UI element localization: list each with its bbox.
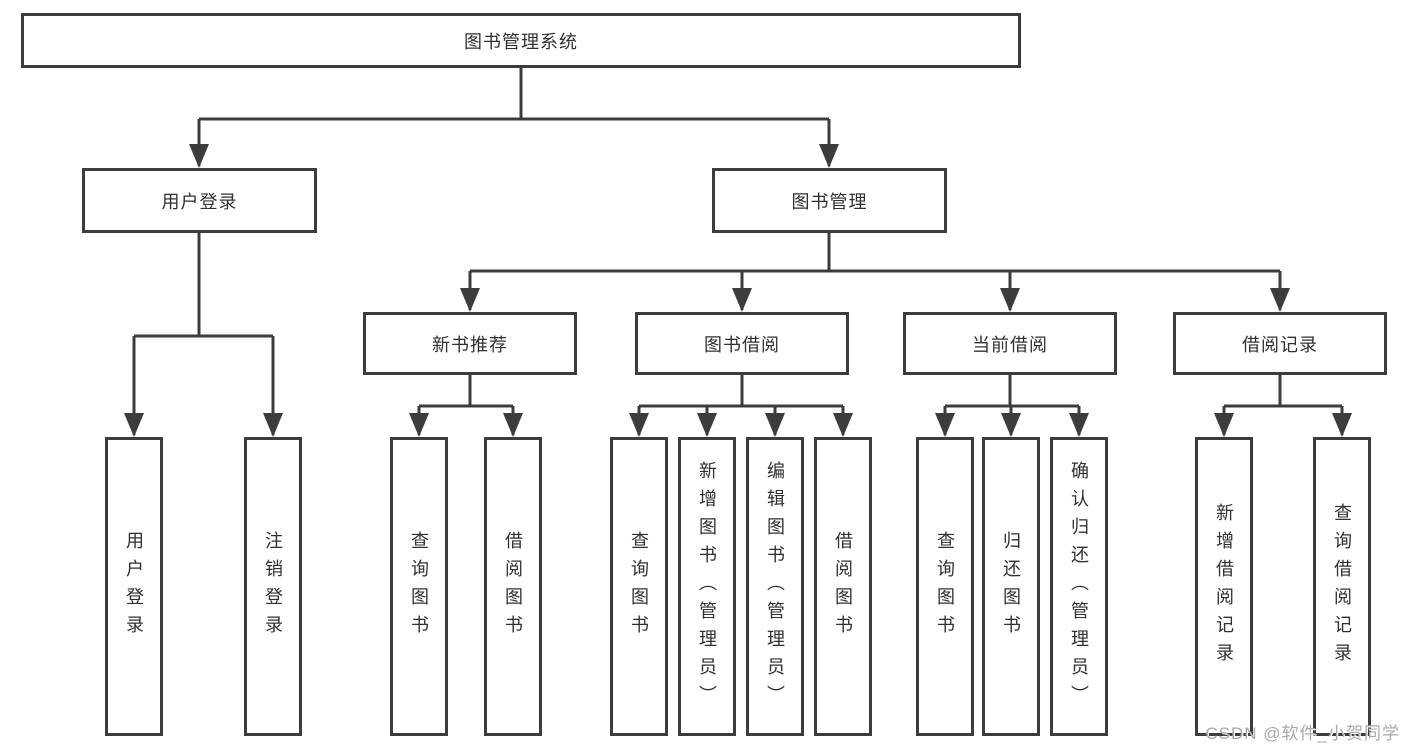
leaf-query-book-recommend-label: 查询图书 — [409, 530, 429, 643]
leaf-confirm-return-admin: 确认归还（管理员） — [1050, 437, 1108, 736]
leaf-return-book-label: 归还图书 — [1001, 530, 1021, 643]
leaf-logout-login-label: 注销登录 — [263, 530, 283, 643]
edge-new-book-recommend-to-leaves — [417, 375, 515, 435]
leaf-edit-book-admin: 编辑图书（管理员） — [746, 437, 804, 736]
node-borrow-records: 借阅记录 — [1173, 312, 1387, 375]
node-user-login: 用户登录 — [82, 168, 317, 233]
leaf-edit-book-admin-label: 编辑图书（管理员） — [765, 460, 785, 713]
edge-user-login-to-leaves — [132, 233, 275, 435]
leaf-query-borrow-record: 查询借阅记录 — [1313, 437, 1371, 736]
csdn-watermark: CSDN @软件_小贺同学 — [1205, 724, 1400, 743]
edge-borrow-records-to-leaves — [1222, 375, 1344, 435]
edge-book-borrow-to-leaves — [637, 375, 845, 435]
leaf-confirm-return-admin-label: 确认归还（管理员） — [1069, 460, 1089, 713]
leaf-logout-login: 注销登录 — [244, 437, 302, 736]
node-current-borrow: 当前借阅 — [903, 312, 1117, 375]
leaf-return-book: 归还图书 — [982, 437, 1040, 736]
leaf-add-borrow-record-label: 新增借阅记录 — [1214, 502, 1234, 671]
leaf-user-login-label: 用户登录 — [124, 530, 144, 643]
leaf-add-book-admin: 新增图书（管理员） — [678, 437, 736, 736]
leaf-query-book-recommend: 查询图书 — [390, 437, 448, 736]
edge-book-management-to-level3 — [468, 233, 1282, 310]
arrowheads — [124, 144, 1352, 437]
edge-root-to-level2 — [197, 68, 831, 166]
leaf-borrow-book-recommend: 借阅图书 — [484, 437, 542, 736]
leaf-borrow-book-label: 借阅图书 — [833, 530, 853, 643]
leaf-user-login: 用户登录 — [105, 437, 163, 736]
node-library-management-system: 图书管理系统 — [21, 13, 1021, 68]
leaf-add-book-admin-label: 新增图书（管理员） — [697, 460, 717, 713]
node-new-book-recommend: 新书推荐 — [363, 312, 577, 375]
leaf-query-book-current-label: 查询图书 — [935, 530, 955, 643]
leaf-borrow-book-recommend-label: 借阅图书 — [503, 530, 523, 643]
leaf-borrow-book: 借阅图书 — [814, 437, 872, 736]
leaf-add-borrow-record: 新增借阅记录 — [1195, 437, 1253, 736]
node-book-borrow: 图书借阅 — [635, 312, 849, 375]
node-book-management: 图书管理 — [712, 168, 947, 233]
leaf-query-borrow-record-label: 查询借阅记录 — [1332, 502, 1352, 671]
leaf-query-book-current: 查询图书 — [916, 437, 974, 736]
leaf-query-book-borrow-label: 查询图书 — [629, 530, 649, 643]
leaf-query-book-borrow: 查询图书 — [610, 437, 668, 736]
